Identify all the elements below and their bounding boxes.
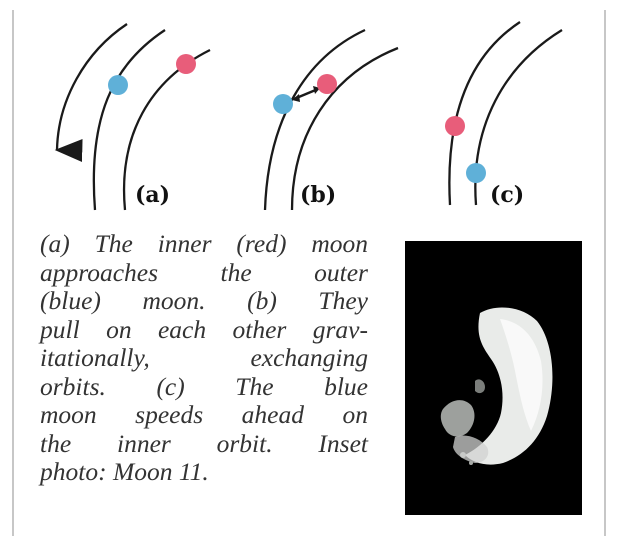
caption-line: (a) The inner (red) moon (40, 230, 368, 259)
blue-moon (108, 75, 128, 95)
orbit-diagram: (a) (b) (c) (0, 0, 620, 230)
caption-line: pull on each other grav- (40, 316, 368, 345)
caption-line: moon speeds ahead on (40, 401, 368, 430)
panel-b: (b) (265, 30, 398, 210)
red-moon (176, 54, 196, 74)
moon-11-image (405, 241, 582, 515)
panel-c: (c) (445, 22, 562, 208)
panel-label-a: (a) (135, 182, 170, 208)
panel-label-b: (b) (300, 182, 336, 208)
inner-orbit-line (475, 30, 562, 205)
caption-line: orbits. (c) The blue (40, 373, 368, 402)
moon-speck (460, 452, 466, 458)
moon-speck (469, 461, 473, 465)
caption-line: approaches the outer (40, 259, 368, 288)
caption-line: itationally, exchanging (40, 344, 368, 373)
panel-a: (a) (57, 24, 210, 210)
blue-moon (273, 94, 293, 114)
figure-caption: (a) The inner (red) moon approaches the … (40, 230, 368, 487)
caption-line: the inner orbit. Inset (40, 430, 368, 459)
red-moon (317, 74, 337, 94)
blue-moon (466, 163, 486, 183)
caption-line: (blue) moon. (b) They (40, 287, 368, 316)
inset-photo (405, 241, 582, 515)
red-moon (445, 116, 465, 136)
panel-label-c: (c) (490, 182, 524, 208)
caption-line: photo: Moon 11. (40, 458, 368, 487)
